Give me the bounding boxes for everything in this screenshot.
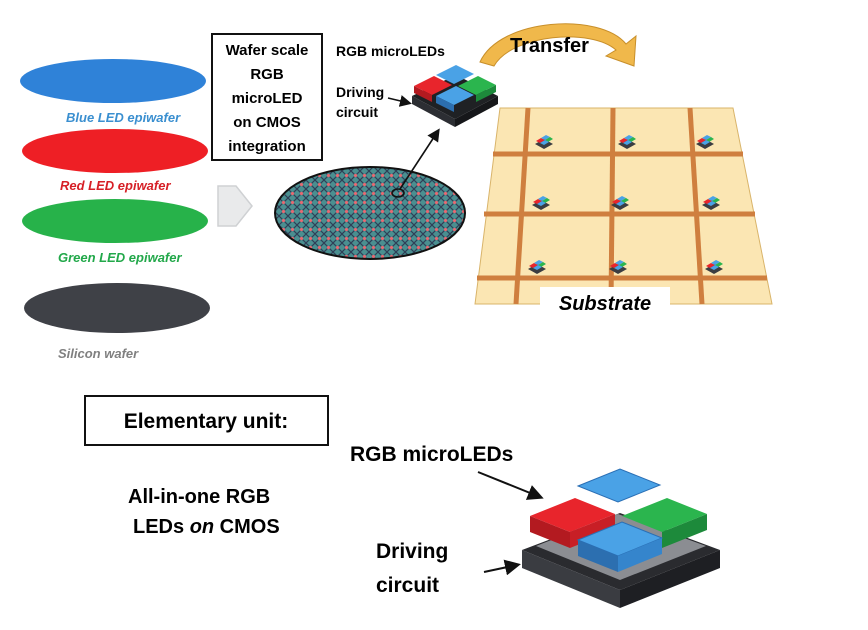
top-rgb-chip bbox=[412, 65, 498, 127]
process-box-line-4: on CMOS bbox=[233, 114, 301, 131]
mini-rgb-chip bbox=[702, 196, 720, 210]
red-led-epiwafer bbox=[22, 129, 208, 173]
substrate-label: Substrate bbox=[559, 293, 651, 315]
all-in-one-on: on bbox=[190, 516, 214, 538]
substrate-col-line bbox=[608, 107, 616, 305]
top-chip-green-led bbox=[458, 76, 496, 95]
top-driving-label-1: Driving bbox=[336, 84, 384, 100]
elementary-unit-label: Elementary unit: bbox=[124, 410, 289, 433]
die-zoom-arrow bbox=[399, 128, 440, 190]
substrate: Substrate bbox=[474, 107, 773, 317]
mini-rgb-chip bbox=[618, 135, 636, 149]
elementary-red-led bbox=[530, 498, 615, 532]
green-led-epiwafer-label: Green LED epiwafer bbox=[58, 250, 182, 265]
mini-rgb-chip bbox=[535, 135, 553, 149]
mini-rgb-chip bbox=[532, 196, 550, 210]
bottom-driving-label-1: Driving bbox=[376, 540, 448, 563]
process-box-line-3: microLED bbox=[232, 90, 303, 107]
substrate-lines bbox=[477, 107, 767, 305]
process-box-line-5: integration bbox=[228, 138, 306, 155]
substrate-mini-chips bbox=[528, 135, 723, 274]
elementary-rgb-chip bbox=[522, 468, 720, 608]
red-led-epiwafer-label: Red LED epiwafer bbox=[60, 178, 171, 193]
top-driving-label-2: circuit bbox=[336, 104, 378, 120]
all-in-one-line-1: All-in-one RGB bbox=[128, 486, 270, 508]
mini-rgb-chip bbox=[528, 260, 546, 274]
blue-led-epiwafer-label: Blue LED epiwafer bbox=[66, 110, 181, 125]
transfer-label: Transfer bbox=[510, 35, 589, 57]
bottom-rgb-arrow bbox=[477, 471, 544, 500]
all-in-one-line-2: LEDs on CMOS bbox=[133, 516, 280, 538]
integrated-cmos-wafer bbox=[274, 166, 466, 260]
process-arrow-icon bbox=[217, 185, 253, 227]
top-chip-blue-led-front bbox=[436, 86, 474, 105]
process-box bbox=[211, 33, 323, 161]
process-box-line-1: Wafer scale bbox=[226, 42, 309, 59]
blue-led-epiwafer bbox=[20, 59, 206, 103]
top-chip-blue-led-back bbox=[436, 65, 474, 84]
mini-rgb-chip bbox=[696, 135, 714, 149]
wafer-die-highlight bbox=[391, 188, 405, 198]
process-box-text: Wafer scale RGB microLED on CMOS integra… bbox=[226, 42, 309, 155]
top-chip-red-led bbox=[414, 76, 452, 95]
transfer-arrow-icon bbox=[479, 23, 637, 67]
bottom-rgb-microleds-label: RGB microLEDs bbox=[350, 443, 513, 466]
substrate-col-line bbox=[513, 107, 531, 305]
bottom-driving-label-2: circuit bbox=[376, 574, 439, 597]
green-led-epiwafer bbox=[22, 199, 208, 243]
silicon-wafer-label: Silicon wafer bbox=[58, 346, 139, 361]
substrate-label-bg bbox=[540, 287, 670, 317]
mini-rgb-chip bbox=[609, 260, 627, 274]
top-rgb-microleds-label: RGB microLEDs bbox=[336, 43, 445, 59]
process-box-line-2: RGB bbox=[250, 66, 284, 83]
elementary-blue-led-back bbox=[576, 468, 662, 503]
mini-rgb-chip bbox=[611, 196, 629, 210]
substrate-col-line bbox=[687, 107, 705, 305]
all-in-one-cmos: CMOS bbox=[214, 516, 280, 538]
elementary-unit-box bbox=[84, 395, 329, 446]
mini-rgb-chip bbox=[705, 260, 723, 274]
elementary-green-led bbox=[622, 498, 707, 532]
silicon-wafer bbox=[24, 283, 210, 333]
bottom-driving-arrow bbox=[483, 559, 521, 576]
all-in-one-leds: LEDs bbox=[133, 516, 190, 538]
top-driving-arrow bbox=[387, 95, 412, 107]
